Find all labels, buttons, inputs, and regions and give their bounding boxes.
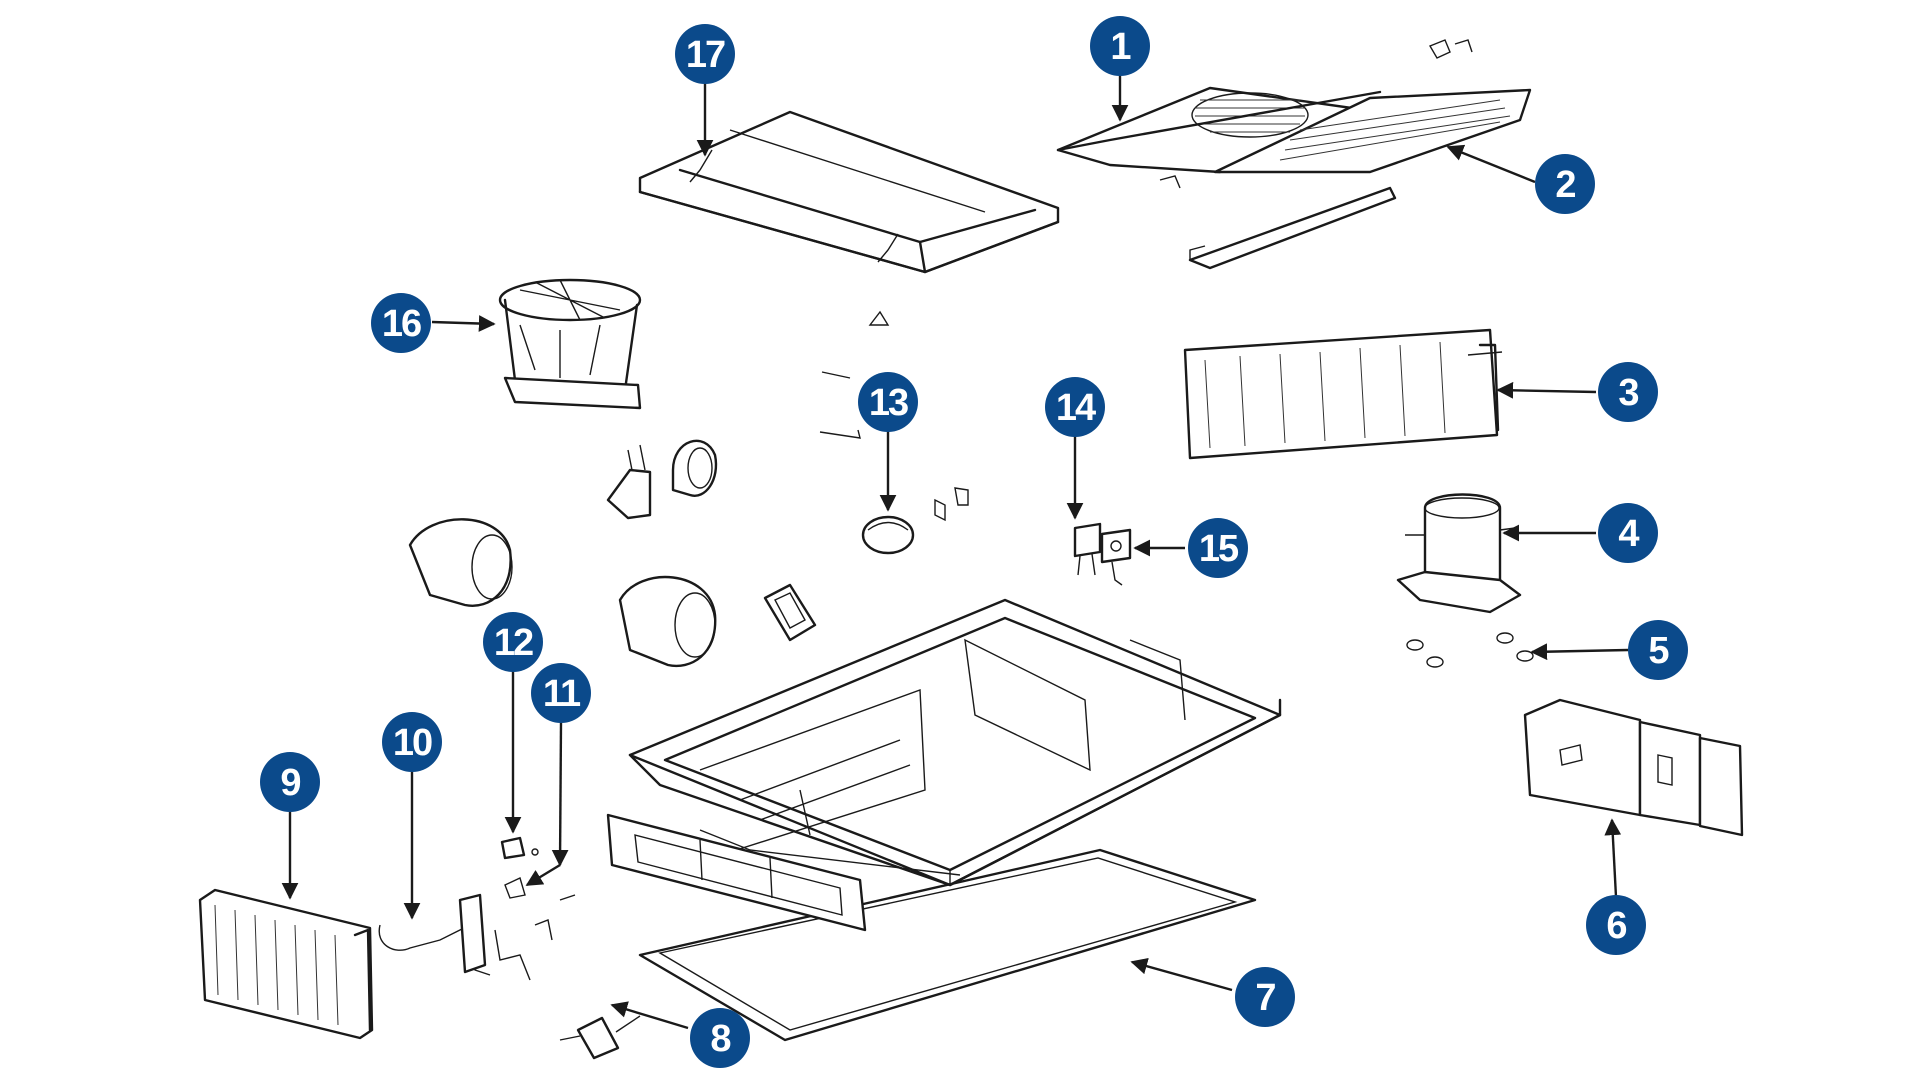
callout-10: 10 (382, 712, 442, 772)
callout-3: 3 (1598, 362, 1658, 422)
leader-11 (551, 721, 569, 867)
callout-5-circle (1628, 620, 1688, 680)
callout-6-circle (1586, 895, 1646, 955)
part-17-top-cover (638, 110, 1060, 274)
blower-wheels-and-bracket (408, 439, 817, 668)
return-air-frame (606, 813, 867, 932)
callout-4-circle (1598, 503, 1658, 563)
callout-12: 12 (483, 612, 543, 672)
leader-8 (610, 1001, 689, 1030)
callout-11-circle (531, 663, 591, 723)
part-16-fan-motor (498, 278, 642, 410)
callout-3-circle (1598, 362, 1658, 422)
callout-1-circle (1090, 16, 1150, 76)
callout-9-label: 9 (280, 762, 300, 804)
part-14-relay (1073, 522, 1102, 576)
callout-1: 1 (1090, 16, 1150, 76)
callout-7: 7 (1235, 967, 1295, 1027)
callout-6-label: 6 (1606, 905, 1626, 947)
callout-2-circle (1535, 154, 1595, 214)
callout-3-label: 3 (1618, 372, 1638, 414)
callout-8-label: 8 (710, 1018, 730, 1060)
callout-17-label: 17 (686, 34, 725, 76)
callout-badges: 17 1 2 16 3 13 14 4 (260, 16, 1688, 1068)
callout-5: 5 (1628, 620, 1688, 680)
leader-16 (431, 315, 496, 332)
leader-2 (1446, 144, 1536, 184)
base-pan-chassis (628, 598, 1282, 887)
callout-14: 14 (1045, 377, 1105, 437)
leader-3 (1496, 381, 1597, 399)
callout-13: 13 (858, 372, 918, 432)
callout-12-circle (483, 612, 543, 672)
callout-4: 4 (1598, 503, 1658, 563)
callout-6: 6 (1586, 895, 1646, 955)
callout-16-label: 16 (382, 303, 421, 345)
part-13-small-parts (819, 310, 969, 555)
callout-4-label: 4 (1618, 513, 1639, 555)
leader-7 (1130, 957, 1233, 992)
callout-12-label: 12 (494, 622, 533, 664)
leader-lines (281, 62, 1629, 1030)
part-7-gasket (638, 848, 1257, 1042)
callout-16-circle (371, 293, 431, 353)
callout-11-label: 11 (543, 673, 581, 715)
callout-5-label: 5 (1648, 630, 1669, 672)
callout-2-label: 2 (1555, 164, 1575, 206)
part-2-grille-panel (1159, 39, 1532, 270)
leader-11b (525, 863, 561, 887)
part-12-sensor (500, 836, 539, 860)
callout-14-circle (1045, 377, 1105, 437)
callout-10-circle (382, 712, 442, 772)
leader-5 (1530, 643, 1629, 661)
callout-8: 8 (690, 1008, 750, 1068)
part-8-capacitor (559, 1015, 641, 1060)
callout-15-label: 15 (1199, 528, 1239, 570)
part-15-relay (1100, 528, 1132, 586)
callout-7-circle (1235, 967, 1295, 1027)
part-6-control-box (1523, 698, 1744, 837)
callout-16: 16 (371, 293, 431, 353)
callout-9: 9 (260, 752, 320, 812)
part-9-coil-block (198, 888, 374, 1040)
part-1-condenser-grille (1056, 86, 1382, 174)
callout-17-circle (675, 24, 735, 84)
part-10-thermostat-capillary (378, 893, 491, 976)
callout-13-circle (858, 372, 918, 432)
part-3-coil (1183, 328, 1503, 460)
part-5-grommets (1406, 632, 1534, 668)
callout-2: 2 (1535, 154, 1595, 214)
callout-14-label: 14 (1056, 387, 1096, 429)
callout-13-label: 13 (869, 382, 908, 424)
callout-17: 17 (675, 24, 735, 84)
callout-10-label: 10 (393, 722, 432, 764)
callout-15-circle (1188, 518, 1248, 578)
callout-9-circle (260, 752, 320, 812)
leader-6 (1604, 818, 1622, 898)
callout-15: 15 (1188, 518, 1248, 578)
callout-8-circle (690, 1008, 750, 1068)
part-11-switch (494, 877, 576, 981)
part-4-compressor (1396, 493, 1522, 614)
callout-11: 11 (531, 663, 591, 723)
callout-7-label: 7 (1255, 977, 1275, 1019)
callout-1-label: 1 (1110, 26, 1131, 68)
